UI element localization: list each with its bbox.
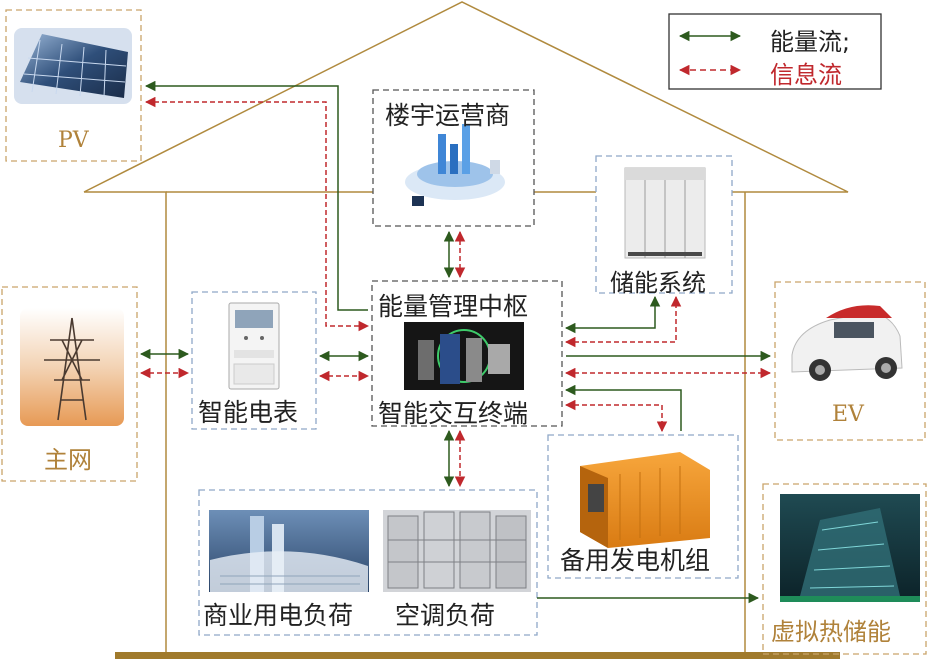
energy-flow-pv-hub: [144, 80, 368, 311]
ev-box: [774, 281, 926, 441]
grid-label: 主网: [44, 446, 92, 474]
meter-label: 智能电表: [198, 398, 299, 427]
energy-flow-generator-hub: [564, 384, 682, 431]
hub-title: 能量管理中枢: [378, 292, 529, 321]
storage-cabinet-image: [624, 167, 706, 259]
info-flow-hub-storage: [564, 295, 682, 348]
hub-subtitle: 智能交互终端: [378, 399, 529, 428]
operator-label: 楼宇运营商: [385, 101, 511, 130]
info-flow-pv-hub: [144, 96, 370, 332]
generator-image: [580, 452, 710, 548]
transmission-tower-image: [20, 308, 124, 426]
legend-energy-label: 能量流;: [770, 28, 851, 56]
pv-panel-image: [14, 28, 132, 104]
generator-label: 备用发电机组: [560, 546, 711, 575]
pv-label: PV: [58, 128, 89, 153]
info-flow-hub-generator: [564, 399, 668, 433]
smart-meter-image: [228, 302, 280, 390]
pv-box: [5, 9, 142, 162]
ev-label: EV: [832, 402, 864, 427]
ev-car-image: [791, 305, 903, 381]
ac-units-image: [383, 510, 531, 592]
grid-box: [1, 286, 138, 482]
legend: [668, 13, 882, 90]
storage-label: 储能系统: [610, 269, 706, 297]
commercial-building-image: [209, 510, 369, 592]
virtual-storage-building-image: [780, 494, 920, 602]
hub-terminal-image: [404, 322, 524, 390]
ac-load-label: 空调负荷: [395, 601, 496, 630]
virtual-storage-label: 虚拟热储能: [771, 618, 891, 646]
commercial-load-label: 商业用电负荷: [203, 601, 354, 630]
legend-info-label: 信息流: [770, 61, 842, 89]
virtual-storage-box: [762, 483, 927, 655]
operator-dashboard-image: [405, 124, 505, 206]
ground-line: [115, 652, 840, 659]
energy-flow-hub-storage: [564, 295, 661, 334]
